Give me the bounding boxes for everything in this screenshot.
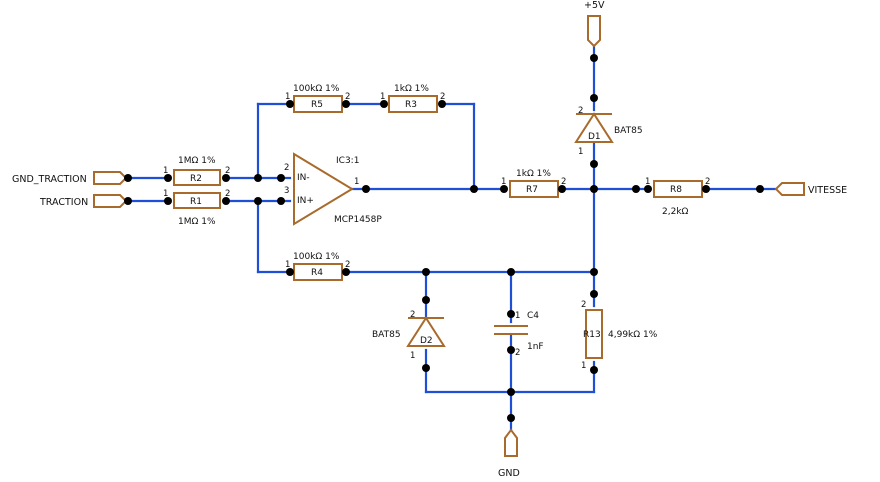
opamp-value: MCP1458P xyxy=(334,215,382,225)
svg-text:1kΩ 1%: 1kΩ 1% xyxy=(516,169,551,179)
diode-d1[interactable]: D1 BAT85 2 1 xyxy=(574,106,643,157)
svg-text:2: 2 xyxy=(581,300,586,310)
vcc-label: +5V xyxy=(584,0,605,11)
svg-text:4,99kΩ 1%: 4,99kΩ 1% xyxy=(608,330,658,340)
resistor-r8[interactable]: R8 2,2kΩ 1 2 xyxy=(645,177,710,217)
svg-text:2: 2 xyxy=(561,177,566,187)
vcc-connector[interactable]: +5V xyxy=(584,0,605,48)
svg-text:R7: R7 xyxy=(526,185,538,195)
svg-text:R3: R3 xyxy=(405,100,417,110)
svg-text:1: 1 xyxy=(163,189,168,199)
svg-text:1MΩ 1%: 1MΩ 1% xyxy=(178,156,216,166)
gnd-traction-connector[interactable]: GND_TRACTION xyxy=(12,171,128,185)
svg-text:1: 1 xyxy=(380,92,385,102)
svg-text:1nF: 1nF xyxy=(527,342,544,352)
svg-text:R1: R1 xyxy=(190,197,202,207)
traction-label: TRACTION xyxy=(39,197,88,208)
svg-text:2: 2 xyxy=(705,177,710,187)
svg-text:2: 2 xyxy=(345,260,350,270)
traction-connector[interactable]: TRACTION xyxy=(39,194,128,208)
vitesse-connector[interactable]: VITESSE xyxy=(774,182,847,196)
svg-text:D1: D1 xyxy=(588,132,601,142)
svg-text:R5: R5 xyxy=(311,100,323,110)
resistor-r5[interactable]: R5 100kΩ 1% 1 2 xyxy=(285,84,350,113)
svg-text:1kΩ 1%: 1kΩ 1% xyxy=(394,84,429,94)
resistor-r4[interactable]: R4 100kΩ 1% 1 2 xyxy=(285,252,350,281)
svg-text:1: 1 xyxy=(354,177,359,187)
svg-text:2: 2 xyxy=(515,348,520,358)
gnd-label: GND xyxy=(498,468,520,479)
vitesse-label: VITESSE xyxy=(808,185,847,196)
svg-text:100kΩ 1%: 100kΩ 1% xyxy=(293,84,340,94)
svg-text:1: 1 xyxy=(515,311,520,321)
svg-text:IN-: IN- xyxy=(297,173,310,183)
resistor-r1[interactable]: R1 1MΩ 1% 1 2 xyxy=(163,189,230,227)
svg-text:C4: C4 xyxy=(527,311,539,321)
resistor-r13[interactable]: R13 4,99kΩ 1% 2 1 xyxy=(581,300,658,371)
svg-text:2: 2 xyxy=(440,92,445,102)
svg-text:1: 1 xyxy=(501,177,506,187)
svg-text:3: 3 xyxy=(284,186,289,196)
svg-text:BAT85: BAT85 xyxy=(614,126,643,136)
diode-d2[interactable]: D2 BAT85 2 1 xyxy=(372,310,446,361)
svg-text:1: 1 xyxy=(285,92,290,102)
opamp-ic3[interactable]: IN- IN+ IC3:1 MCP1458P 2 3 1 xyxy=(284,152,382,226)
gnd-connector[interactable]: GND xyxy=(498,428,520,479)
svg-text:1: 1 xyxy=(410,351,415,361)
svg-text:1: 1 xyxy=(163,166,168,176)
svg-text:R8: R8 xyxy=(670,185,682,195)
capacitor-c4[interactable]: 1 C4 2 1nF xyxy=(494,311,544,358)
svg-text:R4: R4 xyxy=(311,268,323,278)
svg-text:1: 1 xyxy=(581,361,586,371)
svg-text:BAT85: BAT85 xyxy=(372,330,401,340)
gnd-traction-label: GND_TRACTION xyxy=(12,174,87,185)
svg-text:1: 1 xyxy=(285,260,290,270)
opamp-ref: IC3:1 xyxy=(336,156,359,166)
resistor-r2[interactable]: R2 1MΩ 1% 1 2 xyxy=(163,156,230,186)
junction-dots xyxy=(124,54,764,422)
svg-text:2,2kΩ: 2,2kΩ xyxy=(662,207,689,217)
svg-text:100kΩ 1%: 100kΩ 1% xyxy=(293,252,340,262)
svg-text:IN+: IN+ xyxy=(297,196,314,206)
svg-text:D2: D2 xyxy=(420,336,433,346)
svg-text:1: 1 xyxy=(578,147,583,157)
svg-text:R2: R2 xyxy=(190,174,202,184)
svg-text:2: 2 xyxy=(225,166,230,176)
svg-text:2: 2 xyxy=(345,92,350,102)
svg-text:2: 2 xyxy=(578,106,583,116)
svg-text:2: 2 xyxy=(410,310,415,320)
resistor-r7[interactable]: R7 1kΩ 1% 1 2 xyxy=(501,169,566,198)
wires xyxy=(126,44,778,432)
svg-text:2: 2 xyxy=(225,189,230,199)
svg-text:1: 1 xyxy=(645,177,650,187)
svg-text:2: 2 xyxy=(284,163,289,173)
resistor-r3[interactable]: R3 1kΩ 1% 1 2 xyxy=(380,84,445,113)
svg-text:R13: R13 xyxy=(583,330,601,340)
svg-text:1MΩ 1%: 1MΩ 1% xyxy=(178,217,216,227)
